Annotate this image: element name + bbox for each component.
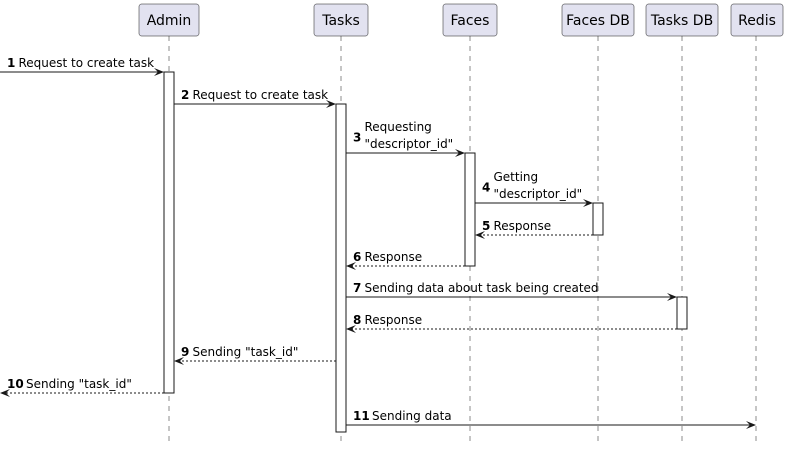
message-label-7: Sending data about task being created <box>365 281 599 295</box>
participant-label-admin: Admin <box>147 13 192 29</box>
participant-box-admin <box>138 3 200 37</box>
participant-tasksdb: Tasks DB <box>645 3 719 37</box>
message-number-6: 6 <box>353 250 361 264</box>
message-number-4: 4 <box>482 181 490 195</box>
message-arrowhead-2 <box>326 100 336 108</box>
message-number-8: 8 <box>353 313 361 327</box>
message-arrowhead-10 <box>0 389 10 397</box>
participants: Admin Tasks Faces Faces DB Tasks DB Redis <box>138 3 784 37</box>
message-arrowhead-5 <box>475 231 485 239</box>
message-label-8: Response <box>365 313 423 327</box>
participant-label-tasks: Tasks <box>321 13 360 29</box>
activation-bars <box>163 71 688 433</box>
participant-tasks: Tasks <box>313 3 369 37</box>
message-label-11: Sending data <box>372 409 452 423</box>
message-label-3-line-2: "descriptor_id" <box>365 137 454 151</box>
message-number-7: 7 <box>353 281 361 295</box>
message-arrowhead-9 <box>174 357 184 365</box>
message-label-9: Sending "task_id" <box>193 345 299 359</box>
message-arrowhead-1 <box>154 68 164 76</box>
message-label-1: Request to create task <box>19 56 155 70</box>
message-arrowhead-6 <box>346 262 356 270</box>
message-label-6: Response <box>365 250 423 264</box>
participant-admin: Admin <box>138 3 200 37</box>
message-2: 2 Request to create task <box>174 88 336 108</box>
message-number-5: 5 <box>482 219 490 233</box>
message-5: 5 Response <box>475 219 593 239</box>
participant-box-faces <box>442 3 498 37</box>
message-number-10: 10 <box>7 377 24 391</box>
message-label-4-line-1: Getting <box>494 170 539 184</box>
message-number-3: 3 <box>353 131 361 145</box>
message-7: 7 Sending data about task being created <box>346 281 677 301</box>
participant-facesdb: Faces DB <box>561 3 635 37</box>
message-label-5: Response <box>494 219 552 233</box>
message-4: 4 Getting "descriptor_id" <box>475 170 593 207</box>
message-9: 9 Sending "task_id" <box>174 345 336 365</box>
message-arrowhead-7 <box>667 293 677 301</box>
participant-label-redis: Redis <box>738 13 776 29</box>
activation-facesdb <box>592 202 604 236</box>
message-number-9: 9 <box>181 345 189 359</box>
message-number-1: 1 <box>7 56 15 70</box>
message-number-11: 11 <box>353 409 370 423</box>
activation-tasks <box>335 103 347 433</box>
message-label-10: Sending "task_id" <box>26 377 132 391</box>
participant-box-tasks <box>313 3 369 37</box>
message-arrowhead-4 <box>583 199 593 207</box>
message-6: 6 Response <box>346 250 465 270</box>
message-3: 3 Requesting "descriptor_id" <box>346 120 465 157</box>
participant-label-facesdb: Faces DB <box>566 13 630 29</box>
participant-box-redis <box>730 3 784 37</box>
message-arrowhead-11 <box>746 421 756 429</box>
activation-faces <box>464 152 476 267</box>
participant-redis: Redis <box>730 3 784 37</box>
activation-tasksdb <box>676 296 688 330</box>
message-arrowhead-8 <box>346 325 356 333</box>
message-arrowhead-3 <box>455 149 465 157</box>
message-label-3-line-1: Requesting <box>365 120 432 134</box>
message-1: 1 Request to create task <box>0 56 164 76</box>
participant-faces: Faces <box>442 3 498 37</box>
message-label-4-line-2: "descriptor_id" <box>494 187 583 201</box>
participant-label-tasksdb: Tasks DB <box>650 13 713 29</box>
participant-box-tasksdb <box>645 3 719 37</box>
message-label-2: Request to create task <box>193 88 329 102</box>
message-number-2: 2 <box>181 88 189 102</box>
activation-admin <box>163 71 175 394</box>
participant-label-faces: Faces <box>451 13 490 29</box>
message-8: 8 Response <box>346 313 677 333</box>
participant-box-facesdb <box>561 3 635 37</box>
